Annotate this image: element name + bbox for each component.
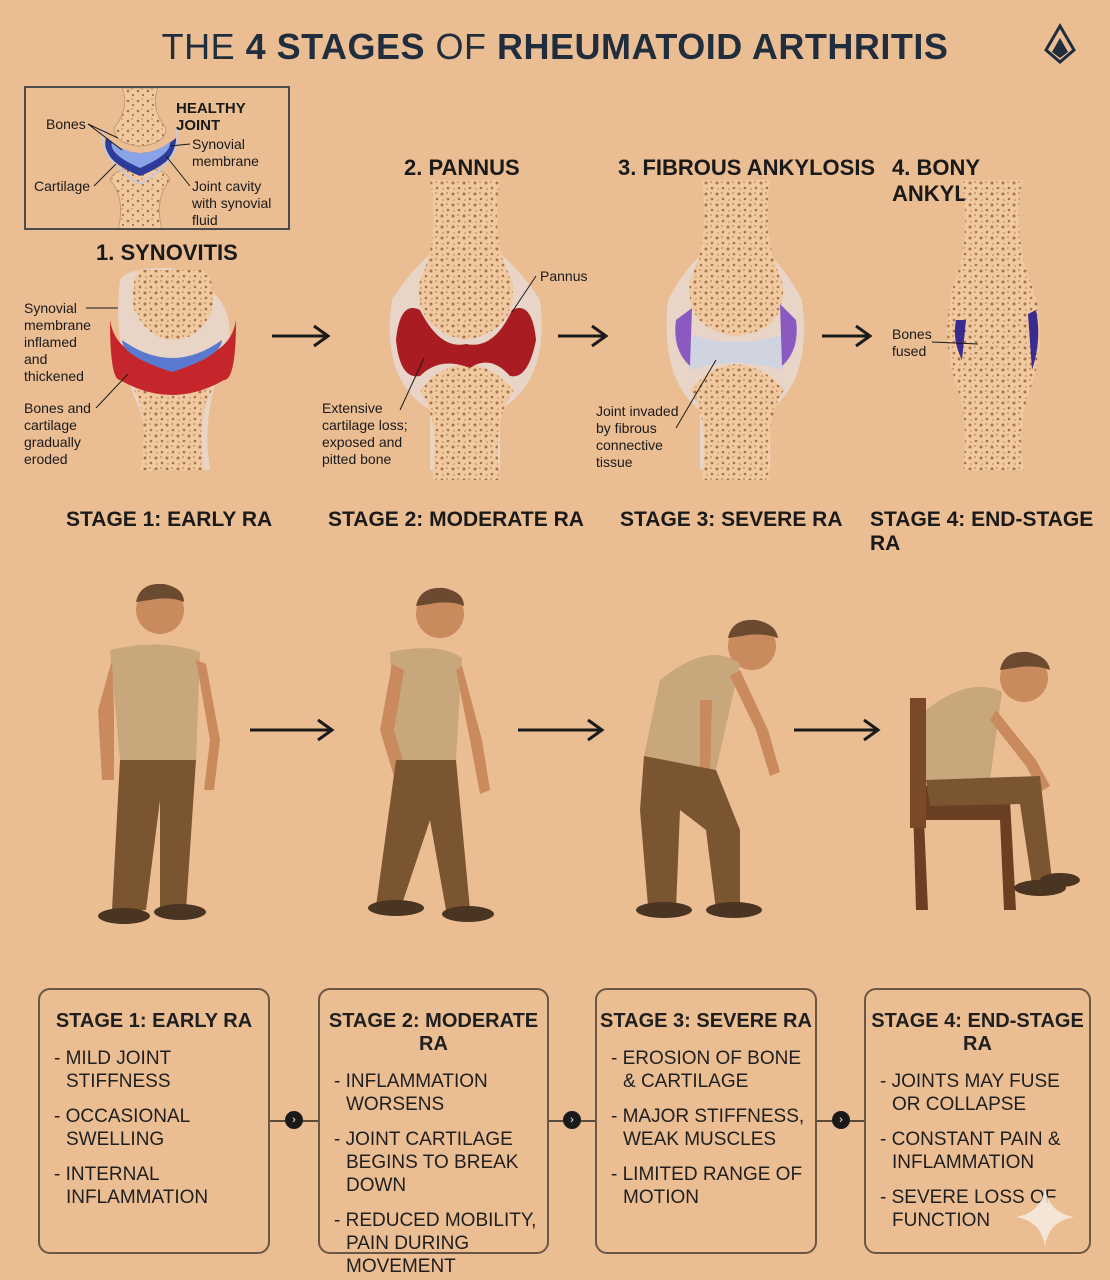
stage-4-item: JOINTS MAY FUSE OR COLLAPSE [880, 1070, 1079, 1116]
arrow-figure-1-2 [250, 718, 335, 742]
fibrous-ankylosis-joint [666, 180, 804, 480]
arrow-stage-1-2 [272, 324, 331, 348]
label-synovial-inflamed: Synovial membrane inflamed and thickened [24, 300, 91, 384]
posture-figures [98, 583, 1080, 924]
bony-ankylosis-joint [947, 180, 1041, 470]
sparkle-icon [1016, 1188, 1074, 1246]
pannus-joint [389, 180, 542, 480]
arrow-stage-3-4 [822, 324, 873, 348]
arrow-figure-3-4 [794, 718, 881, 742]
label-fibrous-tissue: Joint invaded by fibrous connective tiss… [596, 403, 679, 470]
stage-3-box-title: STAGE 3: SEVERE RA [600, 1010, 812, 1032]
stage-2-box: STAGE 2: MODERATE RA INFLAMMATION WORSEN… [318, 988, 549, 1277]
label-bones: Bones [46, 116, 86, 132]
stage-2-heading: 2. PANNUS [404, 155, 520, 180]
stage-2-item: JOINT CARTILAGE BEGINS TO BREAK DOWN [334, 1128, 537, 1197]
stage-1-item: MILD JOINT STIFFNESS [54, 1047, 258, 1093]
label-joint-cavity: Joint cavity with synovial fluid [192, 178, 272, 228]
chevron-right-icon: › [563, 1111, 581, 1129]
healthy-joint-heading: HEALTHY JOINT [176, 100, 246, 134]
chevron-right-icon: › [285, 1111, 303, 1129]
stage-1-heading: 1. SYNOVITIS [96, 240, 238, 265]
joint-illustrations [110, 180, 1041, 480]
label-pannus: Pannus [540, 268, 588, 284]
stage-1-footer: STAGE 1: EARLY RA [66, 508, 273, 531]
stage-4-item: SEVERE LOSS OF FUNCTION [880, 1186, 1079, 1232]
stage-3-item: MAJOR STIFFNESS, WEAK MUSCLES [611, 1105, 805, 1151]
label-leaders [86, 275, 979, 429]
stage-1-item: INTERNAL INFLAMMATION [54, 1163, 258, 1209]
stage-3-heading: 3. FIBROUS ANKYLOSIS [618, 155, 876, 180]
stage-1-box-title: STAGE 1: EARLY RA [55, 1010, 253, 1032]
stage-3-box: STAGE 3: SEVERE RA EROSION OF BONE & CAR… [595, 988, 817, 1254]
label-cartilage: Cartilage [34, 178, 91, 194]
arrow-stage-2-3 [558, 324, 609, 348]
healthy-joint-inset: HEALTHY JOINT Bones Cartilage Synovial m… [24, 86, 290, 230]
stage-3-footer: STAGE 3: SEVERE RA [620, 508, 843, 531]
stage-2-item: INFLAMMATION WORSENS [334, 1070, 537, 1116]
stage-4-box-title: STAGE 4: END-STAGE RA [871, 1010, 1084, 1055]
label-cartilage-loss: Extensive cartilage loss; exposed and pi… [322, 400, 408, 467]
stage-3-item: LIMITED RANGE OF MOTION [611, 1163, 805, 1209]
chevron-right-icon: › [832, 1111, 850, 1129]
stage-4-box: STAGE 4: END-STAGE RA JOINTS MAY FUSE OR… [864, 988, 1091, 1254]
figure-stage-4 [910, 651, 1080, 910]
stage-2-item: REDUCED MOBILITY, PAIN DURING MOVEMENT [334, 1209, 537, 1278]
logo-icon [1044, 23, 1076, 64]
label-synovial-membrane: Synovial membrane [192, 136, 259, 169]
figure-stage-2 [368, 587, 494, 922]
figure-stage-3 [636, 619, 780, 918]
stage-2-box-title: STAGE 2: MODERATE RA [328, 1010, 539, 1055]
stage-4-footer: STAGE 4: END-STAGE RA [870, 508, 1094, 555]
label-bones-eroded: Bones and cartilage gradually eroded [24, 400, 91, 467]
page-title: THE 4 STAGES OF RHEUMATOID ARTHRITIS [161, 26, 949, 67]
label-bones-fused: Bones fused [892, 326, 932, 359]
stage-2-footer: STAGE 2: MODERATE RA [328, 508, 584, 531]
stage-4-item: CONSTANT PAIN & INFLAMMATION [880, 1128, 1079, 1174]
figure-stage-1 [98, 583, 220, 924]
stage-1-item: OCCASIONAL SWELLING [54, 1105, 258, 1151]
label-leader-lines [87, 123, 191, 187]
synovitis-joint [110, 268, 236, 472]
arrow-figure-2-3 [518, 718, 605, 742]
stage-3-item: EROSION OF BONE & CARTILAGE [611, 1047, 805, 1093]
stage-1-box: STAGE 1: EARLY RA MILD JOINT STIFFNESS O… [38, 988, 270, 1254]
